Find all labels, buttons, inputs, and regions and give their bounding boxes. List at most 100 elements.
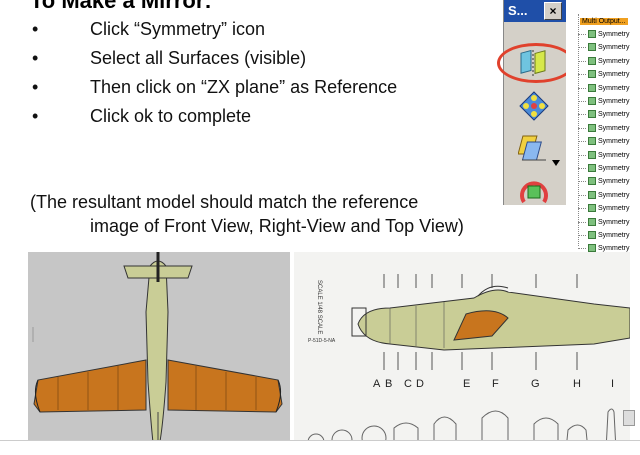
top-view-drawing	[28, 252, 290, 451]
tree-item-symmetry[interactable]: Symmetry	[578, 190, 630, 199]
toolbar-title-bar[interactable]: S... ×	[504, 0, 566, 22]
symmetry-node-icon	[588, 217, 596, 226]
tree-connector-tick	[578, 248, 586, 250]
tree-item-symmetry[interactable]: Symmetry	[578, 70, 630, 79]
symmetry-toolbar: S... ×	[503, 0, 567, 205]
tree-connector-tick	[578, 87, 586, 89]
symmetry-node-icon	[588, 177, 596, 186]
pattern-icon[interactable]	[518, 90, 550, 122]
tree-item-label: Symmetry	[598, 124, 630, 132]
tree-item-symmetry[interactable]: Symmetry	[578, 83, 630, 92]
station-label: I	[611, 378, 615, 390]
close-button[interactable]: ×	[544, 2, 562, 20]
instruction-text: Click ok to complete	[90, 106, 252, 126]
tree-item-label: Symmetry	[598, 138, 630, 146]
tree-item-label: Symmetry	[598, 218, 630, 226]
tree-item-symmetry[interactable]: Symmetry	[578, 97, 630, 105]
tree-item-symmetry[interactable]: Symmetry	[578, 56, 630, 65]
side-view-drawing: P-51D-5-NA	[294, 252, 631, 451]
tree-item-symmetry[interactable]: Symmetry	[578, 43, 630, 52]
tree-item-symmetry[interactable]: Symmetry	[578, 137, 630, 146]
instruction-text: Then click on “ZX plane” as Reference	[90, 77, 398, 97]
tree-connector-tick	[578, 168, 586, 169]
tree-connector-tick	[578, 221, 586, 223]
symmetry-node-icon	[588, 70, 596, 79]
tree-connector-tick	[578, 141, 586, 143]
symmetry-node-icon	[588, 110, 596, 119]
tree-connector-tick	[578, 194, 586, 196]
note-text: (The resultant model should match the re…	[30, 190, 464, 238]
tree-item-symmetry[interactable]: Symmetry	[578, 177, 630, 186]
tree-item-symmetry[interactable]: Symmetry	[578, 217, 630, 226]
tree-item-symmetry[interactable]: Symmetry	[578, 231, 630, 239]
station-label: H	[573, 378, 581, 390]
tree-connector-tick	[578, 34, 586, 35]
transform-icon[interactable]	[518, 132, 550, 164]
tree-item-label: Symmetry	[598, 57, 630, 65]
rotate-icon[interactable]	[518, 176, 550, 205]
scrollbar-thumb[interactable]	[623, 410, 635, 426]
tree-item-label: Symmetry	[598, 191, 630, 199]
symmetry-node-icon	[588, 97, 596, 105]
symmetry-node-icon	[588, 231, 596, 239]
tree-connector	[578, 14, 579, 246]
tree-root-node[interactable]: Multi Output...	[580, 18, 628, 25]
tree-item-label: Symmetry	[598, 84, 630, 92]
tree-connector-tick	[578, 114, 586, 116]
tree-item-symmetry[interactable]: Symmetry	[578, 244, 630, 253]
highlight-oval	[497, 43, 575, 83]
station-label: A	[373, 378, 381, 390]
note-line-2: image of Front View, Right-View and Top …	[90, 216, 464, 236]
chevron-down-icon[interactable]	[552, 160, 560, 166]
station-label: E	[463, 378, 471, 390]
tree-item-label: Symmetry	[598, 178, 630, 186]
symmetry-node-icon	[588, 43, 596, 52]
tree-item-label: Symmetry	[598, 111, 630, 119]
top-view-image	[28, 252, 290, 451]
instruction-text: Click “Symmetry” icon	[90, 19, 266, 39]
tree-connector-tick	[578, 208, 586, 210]
scale-label: SCALE 1/48 SCALE	[316, 280, 322, 335]
tree-item-symmetry[interactable]: Symmetry	[578, 150, 630, 159]
tree-connector-tick	[578, 47, 586, 49]
tree-item-label: Symmetry	[598, 97, 630, 105]
symmetry-node-icon	[588, 83, 596, 92]
tree-item-symmetry[interactable]: Symmetry	[578, 123, 630, 132]
tree-item-label: Symmetry	[598, 164, 630, 172]
note-line-1: (The resultant model should match the re…	[30, 192, 419, 212]
part-label: P-51D-5-NA	[308, 338, 336, 344]
tree-item-label: Symmetry	[598, 71, 630, 79]
symmetry-node-icon	[588, 137, 596, 146]
tree-connector-tick	[578, 235, 586, 236]
symmetry-node-icon	[588, 123, 596, 132]
symmetry-node-icon	[588, 204, 596, 213]
toolbar-title: S...	[508, 3, 528, 18]
symmetry-node-icon	[588, 190, 596, 199]
tree-item-symmetry[interactable]: Symmetry	[578, 110, 630, 119]
tree-item-symmetry[interactable]: Symmetry	[578, 164, 630, 172]
station-label: D	[416, 378, 424, 390]
tree-item-label: Symmetry	[598, 231, 630, 239]
bullet: •	[32, 19, 39, 39]
tree-item-label: Symmetry	[598, 151, 630, 159]
symmetry-node-icon	[588, 244, 596, 253]
tree-connector-tick	[578, 127, 586, 129]
tree-connector-tick	[578, 60, 586, 62]
tree-connector-tick	[578, 154, 586, 156]
tree-item-label: Symmetry	[598, 205, 630, 213]
tree-item-label: Symmetry	[598, 30, 630, 38]
symmetry-node-icon	[588, 164, 596, 172]
instruction-text: Select all Surfaces (visible)	[90, 48, 307, 68]
tree-item-symmetry[interactable]: Symmetry	[578, 204, 630, 213]
symmetry-node-icon	[588, 30, 596, 38]
bullet: •	[32, 48, 39, 68]
bullet: •	[32, 106, 39, 126]
tree-item-symmetry[interactable]: Symmetry	[578, 30, 630, 38]
tree-item-label: Symmetry	[598, 245, 630, 253]
tree-connector-tick	[578, 181, 586, 183]
status-strip	[0, 440, 640, 451]
tree-connector-tick	[578, 101, 586, 102]
station-label: B	[385, 378, 393, 390]
symmetry-node-icon	[588, 56, 596, 65]
station-label: F	[492, 378, 499, 390]
